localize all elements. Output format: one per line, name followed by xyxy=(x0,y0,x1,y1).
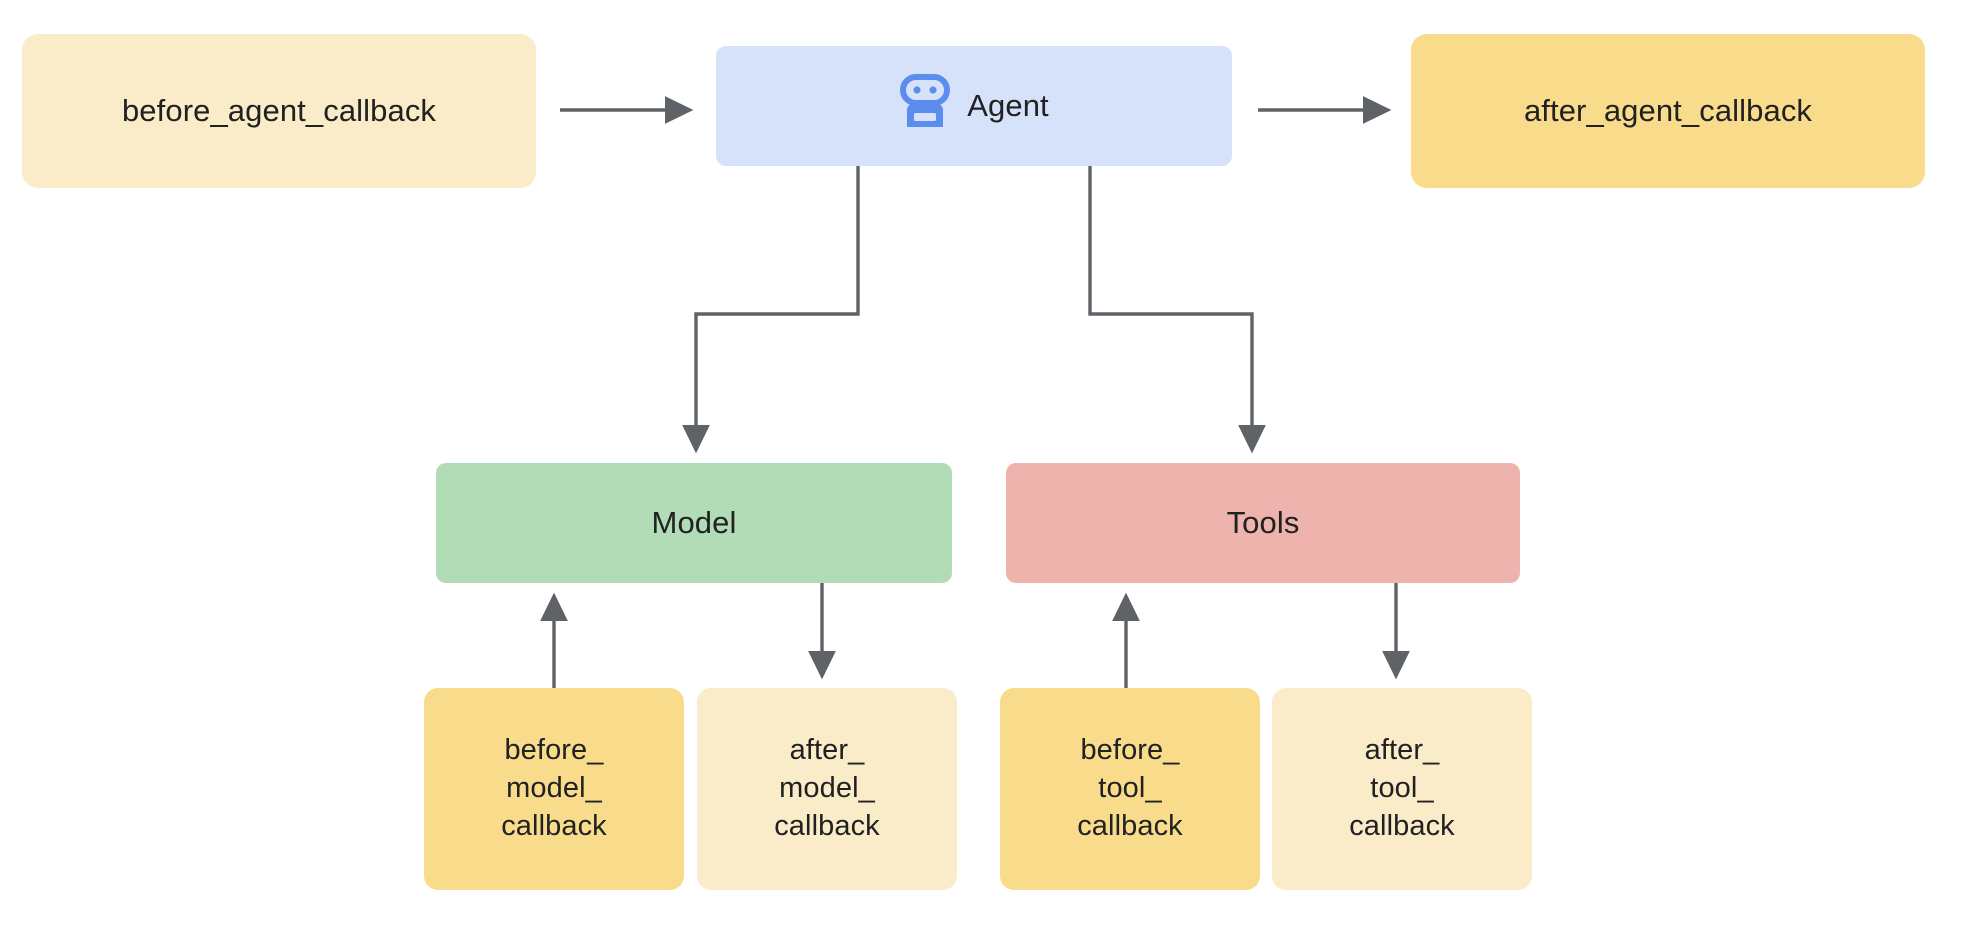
node-before-agent-callback[interactable]: before_agent_callback xyxy=(22,34,536,188)
node-model[interactable]: Model xyxy=(436,463,952,583)
node-before-agent-callback-label: before_agent_callback xyxy=(121,92,437,128)
node-after-model-callback-label: after_ model_ callback xyxy=(774,734,880,842)
node-tools-label: Tools xyxy=(1226,504,1300,540)
node-after-agent-callback-label: after_agent_callback xyxy=(1523,92,1813,128)
node-tools[interactable]: Tools xyxy=(1006,463,1520,583)
node-model-label: Model xyxy=(651,504,737,540)
node-after-agent-callback[interactable]: after_agent_callback xyxy=(1411,34,1925,188)
edge-agent-to-tools xyxy=(1088,166,1266,454)
node-before-model-callback-label: before_ model_ callback xyxy=(501,734,607,842)
node-before-tool-callback[interactable]: before_ tool_ callback xyxy=(1000,688,1260,890)
edge-agent-to-model xyxy=(682,166,860,454)
node-agent[interactable]: Agent xyxy=(716,46,1232,166)
node-agent-label: Agent xyxy=(967,87,1049,123)
robot-icon xyxy=(899,74,951,138)
node-after-tool-callback-label: after_ tool_ callback xyxy=(1349,734,1455,842)
node-after-model-callback[interactable]: after_ model_ callback xyxy=(697,688,957,890)
node-after-tool-callback[interactable]: after_ tool_ callback xyxy=(1272,688,1532,890)
node-before-model-callback[interactable]: before_ model_ callback xyxy=(424,688,684,890)
node-before-tool-callback-label: before_ tool_ callback xyxy=(1077,734,1183,842)
